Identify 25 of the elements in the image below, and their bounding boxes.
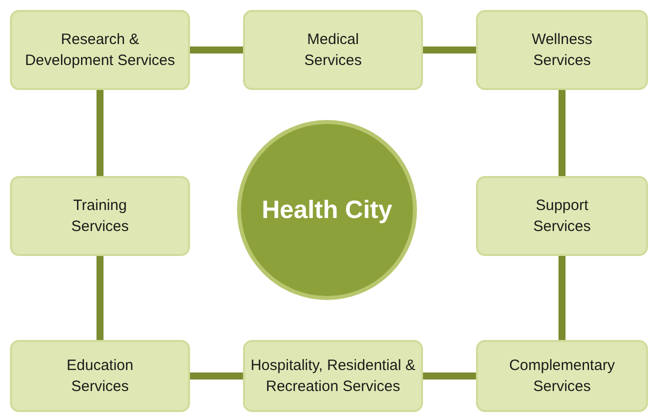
node-label: Research & Development Services (24, 30, 176, 71)
node-label: Hospitality, Residential & Recreation Services (250, 356, 416, 397)
connector-line (96, 256, 104, 340)
connector-line (558, 90, 566, 176)
connector-line (423, 372, 476, 380)
service-box (10, 340, 190, 412)
service-box (10, 176, 190, 256)
connector-line (423, 46, 476, 54)
node-label: Health City (262, 196, 392, 224)
node-label: Training Services (70, 196, 130, 237)
service-box (476, 10, 648, 90)
connector-line (96, 90, 104, 176)
node-label: Support Services (532, 196, 592, 237)
connector-line (190, 372, 243, 380)
service-box (10, 10, 190, 90)
service-box (243, 10, 423, 90)
service-box (476, 340, 648, 412)
service-box (243, 340, 423, 412)
connector-line (558, 256, 566, 340)
node-label: Complementary Services (508, 356, 616, 397)
service-box (476, 176, 648, 256)
node-label: Medical Services (303, 30, 363, 71)
node-label: Wellness Services (530, 30, 594, 71)
connector-line (190, 46, 243, 54)
node-label: Education Services (66, 356, 134, 397)
